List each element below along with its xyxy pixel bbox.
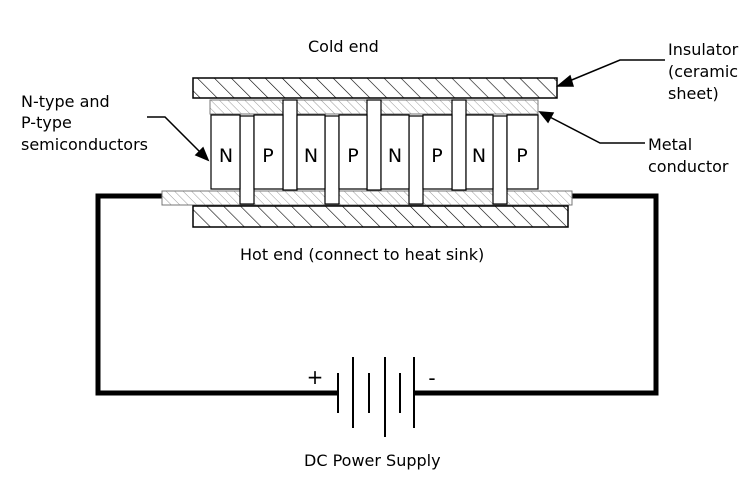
leg-label-8: P [516, 145, 527, 167]
insulator-label-line1: Insulator [668, 40, 739, 59]
semiconductors-label-line3: semiconductors [21, 135, 148, 154]
cold-end-label: Cold end [308, 37, 379, 56]
semiconductor-leg-4 [338, 114, 368, 190]
leg-label-7: N [472, 145, 486, 167]
battery-symbol [337, 357, 415, 437]
semiconductor-leg-8 [506, 114, 539, 190]
pointer-arrows [147, 59, 665, 162]
metal-conductor-arrow [543, 113, 645, 144]
plus-sign: + [307, 365, 324, 389]
semiconductor-leg-6 [422, 114, 453, 190]
leg-label-2: P [262, 145, 273, 167]
connector-post [408, 115, 424, 205]
semiconductor-leg-5 [380, 114, 410, 190]
connector-post [239, 115, 255, 205]
minus-sign: - [428, 366, 435, 390]
metal-conductor-arrowhead-icon [538, 111, 555, 124]
insulator-label-line2: (ceramic [668, 62, 738, 81]
semiconductor-leg-3 [296, 114, 326, 190]
semiconductor-arrow [147, 116, 206, 158]
connector-post [324, 115, 340, 205]
semiconductor-legs [210, 114, 539, 190]
insulator-arrow [561, 59, 665, 85]
leg-label-5: N [388, 145, 402, 167]
connector-post [492, 115, 508, 205]
connector-post [366, 99, 382, 191]
semiconductors-label-line1: N-type and [21, 92, 110, 111]
leg-label-4: P [347, 145, 358, 167]
leg-label-1: N [219, 145, 233, 167]
hot-end-label: Hot end (connect to heat sink) [240, 245, 484, 264]
insulator-label-line3: sheet) [668, 84, 719, 103]
circuit-wire-right [413, 193, 659, 396]
semiconductor-leg-2 [253, 114, 284, 190]
top-insulator-plate [192, 77, 558, 99]
leg-label-6: P [431, 145, 442, 167]
circuit-wire-left [95, 193, 338, 396]
bottom-insulator-plate [192, 205, 569, 228]
metal-conductor-label-line1: Metal [648, 135, 692, 154]
connector-post [282, 99, 298, 191]
semiconductor-leg-7 [465, 114, 494, 190]
semiconductor-arrowhead-icon [194, 146, 210, 162]
semiconductor-leg-1 [210, 114, 241, 190]
metal-conductor-label-line2: conductor [648, 157, 729, 176]
connector-post [451, 99, 467, 191]
bottom-metal-conductor [161, 190, 573, 206]
semiconductors-label-line2: P-type [21, 113, 72, 132]
power-supply-label: DC Power Supply [304, 451, 441, 470]
insulator-arrowhead-icon [555, 74, 575, 87]
connector-posts [239, 99, 508, 205]
leg-label-3: N [304, 145, 318, 167]
